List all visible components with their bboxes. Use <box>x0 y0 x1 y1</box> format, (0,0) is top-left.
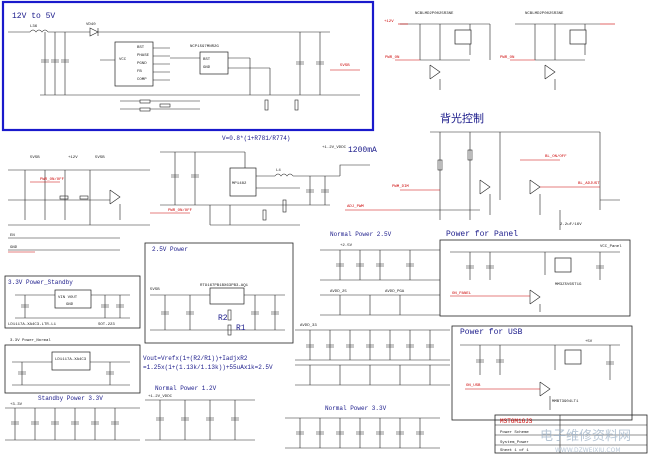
backlight-on-net: BL_ON/OFF <box>545 154 567 159</box>
svg-text:FB: FB <box>137 70 142 74</box>
panel-on-net: ON_PANEL <box>452 292 472 296</box>
normal33b-circuit <box>285 417 440 449</box>
svg-text:PWR_ON/OFF: PWR_ON/OFF <box>168 208 193 213</box>
dcdc-heading: 12V to 5V <box>12 12 55 21</box>
title-rev: Sheet 1 of 1 <box>500 448 529 453</box>
panel-box <box>439 239 631 317</box>
mp1482-circuit: MP1482 L4 +1.2V_VDDC <box>160 146 370 226</box>
dcdc-out-net: 5VSB <box>340 64 350 68</box>
reg25-r1: R1 <box>236 324 246 333</box>
svg-text:PWR_ON: PWR_ON <box>500 56 515 60</box>
normal33-circuit: LD1117A-XA4C3 <box>12 351 130 386</box>
power25-heading: 2.5V Power <box>152 246 188 253</box>
svg-text:LD1117A-XA4C3: LD1117A-XA4C3 <box>55 358 87 362</box>
svg-text:PGND: PGND <box>137 62 147 66</box>
backlight-adj-net: BL_ADJUST <box>578 182 600 186</box>
normal33-box <box>4 344 141 394</box>
middle-bus-net: AVDD_33 <box>300 324 317 328</box>
svg-text:5VSB: 5VSB <box>95 156 105 160</box>
middle-bus: AVDD_33 <box>295 324 450 386</box>
mp1482-label: MP1482 <box>232 182 247 186</box>
svg-text:PWR_ON/OFF: PWR_ON/OFF <box>40 177 65 182</box>
standby33-box <box>4 275 141 329</box>
dcdc-circuit: L36 VD40 VCC BST PHASE PGND FB COMP NCP1597… <box>8 23 360 112</box>
dcdc-ic-label: NCP1597MNR2G <box>190 45 219 49</box>
reg25-label: RT9167PB1BX63PB3-AQ1 <box>200 284 249 288</box>
standby-power33-heading: Standby Power 3.3V <box>38 395 103 402</box>
title-block <box>494 414 648 454</box>
backlight-pwm-net: PWM_DIM <box>392 185 409 189</box>
title-page: System_Power <box>500 440 529 445</box>
backlight-adjpwm-net: ADJ_PWM <box>347 205 364 209</box>
panel-switch-label: MM3Z5V6ST1G <box>555 283 582 287</box>
svg-text:VCC: VCC <box>119 58 127 62</box>
title-company: MST6M16JS <box>500 418 533 425</box>
usb-switch-label: MMBT3904LT1 <box>552 400 579 404</box>
svg-text:+1.2V_VDDC: +1.2V_VDDC <box>322 146 347 150</box>
svg-text:EN: EN <box>10 234 15 238</box>
standby33-heading: 3.3V Power_Standby <box>8 279 73 286</box>
title-sheet: Power Scheme <box>500 430 529 435</box>
dcdc-frame <box>1 0 375 132</box>
backlight-circuit: BL_ON/OFF PWM_DIM BL_ADJUST ADJ_PWM 2.2u… <box>345 131 620 230</box>
top-switch-2: NCBLMD2P0025R3NE PWR_ON <box>500 12 615 90</box>
svg-text:BST: BST <box>137 46 145 50</box>
standby33-ic-label: LD1117A-XA4C3-LTR-L1 <box>8 323 57 327</box>
dcdc-inductor-label: L36 <box>30 25 38 29</box>
standby33-package: SOT-223 <box>98 323 115 327</box>
standby33-circuit: VIN VOUT GND LD1117A-XA4C3-LTR-L1 SOT-223 <box>8 289 130 327</box>
svg-text:AVDD_25: AVDD_25 <box>330 290 347 294</box>
svg-text:5VSB: 5VSB <box>150 288 160 292</box>
panel-heading: Power for Panel <box>446 230 518 239</box>
vout-formula: V=0.8*(1+R781/R774) <box>222 135 290 142</box>
usb-on-net: ON_USB <box>466 384 481 388</box>
top-switch-1-in: +12V <box>384 20 394 24</box>
backlight-heading: 背光控制 <box>440 111 484 125</box>
usb-heading: Power for USB <box>460 328 523 337</box>
svg-text:2.2uF/16V: 2.2uF/16V <box>560 222 582 227</box>
svg-text:VIN VOUT: VIN VOUT <box>58 296 78 300</box>
power25-box <box>144 242 294 344</box>
svg-text:GND: GND <box>66 303 74 307</box>
watermark-cn: 电子维修资料网 <box>540 429 631 444</box>
normal25-heading: Normal Power 2.5V <box>330 231 392 238</box>
usb-vout-net: +5V <box>585 340 593 344</box>
vref-formula-1: Vout=Vrefx(1+(R2/R1))+IadjxR2 <box>143 355 248 362</box>
svg-text:PHASE: PHASE <box>137 54 150 58</box>
top-switch-1: NCBLMD2P0025R3NE +12V PWR_ON <box>384 12 491 90</box>
svg-text:AVDD_PGA: AVDD_PGA <box>385 290 405 294</box>
normal12-net: +1.2V_VDDC <box>148 395 173 399</box>
normal12-circuit: +1.2V_VDDC <box>145 395 255 441</box>
svg-text:PWR_ON: PWR_ON <box>385 56 400 60</box>
normal12-heading: Normal Power 1.2V <box>155 385 217 392</box>
left-vin-net: +12V <box>68 156 78 160</box>
top-switch-1-label: NCBLMD2P0025R3NE <box>415 12 454 16</box>
power25-circuit: 5VSB RT9167PB1BX63PB3-AQ1 R1 R2 <box>150 284 285 336</box>
top-switch-2-label: NCBLMD2P0025R3NE <box>525 12 564 16</box>
left-mid-circuit: 5VSB +12V 5VSB PWR_ON/OFF PWR_ON/OFF EN GN… <box>8 156 193 253</box>
current-rating: 1200mA <box>348 146 377 155</box>
reg25-r2: R2 <box>218 314 228 323</box>
svg-text:5VSB: 5VSB <box>30 156 40 160</box>
standby-power33-circuit: +3.3V <box>5 403 140 441</box>
svg-text:BST: BST <box>203 58 211 62</box>
panel-circuit: VCC_Panel MM3Z5V6ST1G ON_PANEL <box>450 244 622 312</box>
normal25-net: +2.5V <box>340 244 353 248</box>
dcdc-diode-label: VD40 <box>86 23 96 27</box>
vref-formula-2: =1.25x(1+(1.13k/1.13k))+55uAx1k=2.5V <box>143 364 273 371</box>
standby-power33-net: +3.3V <box>10 403 23 407</box>
normal33-heading: 3.3V Power_Normal <box>10 338 51 343</box>
svg-text:GND: GND <box>10 246 18 250</box>
usb-box <box>451 325 633 421</box>
watermark-en: WWW.DZWEIXIU.COM <box>555 447 621 454</box>
normal25-circuit: +2.5V AVDD_25 AVDD_PGA <box>320 244 440 316</box>
mp1482-inductor: L4 <box>276 169 281 173</box>
usb-circuit: MMBT3904LT1 ON_USB +5V <box>460 340 620 410</box>
panel-vcc-net: VCC_Panel <box>600 244 622 249</box>
svg-text:GND: GND <box>203 66 211 70</box>
svg-text:COMP: COMP <box>137 78 147 82</box>
normal33b-heading: Normal Power 3.3V <box>325 405 387 412</box>
